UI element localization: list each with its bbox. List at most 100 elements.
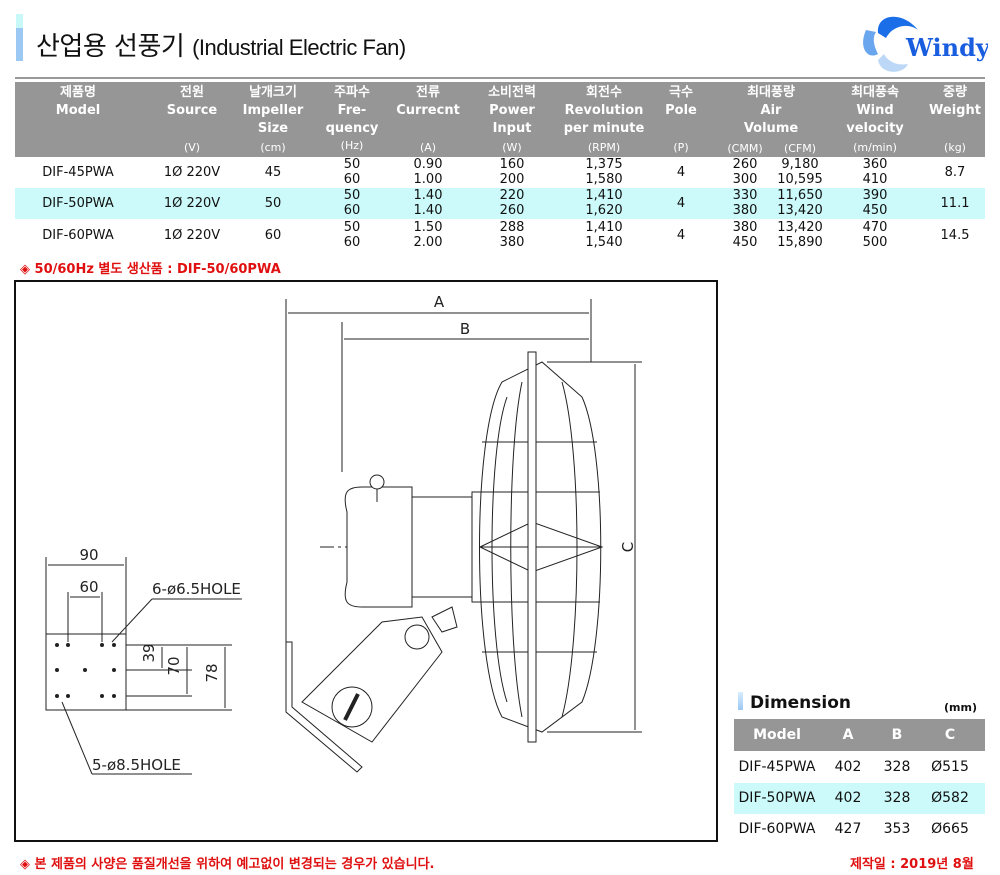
col-frequency-unit: (Hz) (340, 139, 364, 152)
dim-70: 70 (165, 656, 183, 675)
cell-cfm: 9,180 (781, 157, 819, 172)
dimension-unit: (mm) (944, 701, 977, 714)
dim-cell: 353 (883, 821, 911, 837)
cell-kg: 14.5 (940, 228, 970, 243)
dim-39: 39 (140, 643, 158, 662)
cell-kg: 11.1 (940, 196, 970, 211)
cell-watt: 200 (499, 172, 525, 187)
cell-hz: 50 (343, 188, 361, 203)
dimension-accent-bar (738, 692, 743, 710)
col-impeller-unit: (cm) (260, 141, 286, 154)
cell-cmm: 330 (732, 188, 758, 203)
dim-cell: Ø665 (931, 821, 969, 837)
cell-watt: 260 (499, 203, 525, 218)
cell-amp: 0.90 (413, 157, 443, 172)
dim-cell: Ø515 (931, 759, 969, 775)
cell-watt: 160 (499, 157, 525, 172)
dim-label-b: B (460, 320, 470, 338)
dimension-drawing: A B C 90 60 6-ø6.5HOLE 39 70 78 5-ø8.5HO… (14, 280, 718, 842)
production-date: 제작일 : 2019년 8월 (850, 857, 974, 872)
dim-60: 60 (79, 578, 98, 596)
cell-rpm: 1,410 (585, 220, 623, 235)
cell-source: 1Ø 220V (163, 228, 221, 243)
cell-watt: 220 (499, 188, 525, 203)
cell-amp: 1.00 (413, 172, 443, 187)
cell-size: 50 (264, 196, 282, 211)
cell-hz: 60 (343, 235, 361, 250)
cell-watt: 380 (499, 235, 525, 250)
cell-cfm: 15,890 (777, 235, 823, 250)
cell-rpm: 1,410 (585, 188, 623, 203)
dim-cell: Ø582 (931, 790, 969, 806)
col-weight-unit: (kg) (944, 141, 966, 154)
dimension-title: Dimension (750, 693, 852, 713)
cell-amp: 2.00 (413, 235, 443, 250)
cell-rpm: 1,580 (585, 172, 623, 187)
dim-label-a: A (434, 293, 445, 311)
dim-label-c: C (619, 542, 637, 552)
cell-cfm: 13,420 (777, 203, 823, 218)
title-accent-bar (16, 14, 23, 61)
cell-hz: 50 (343, 157, 361, 172)
cell-source: 1Ø 220V (163, 196, 221, 211)
col-power-unit: (W) (502, 141, 522, 154)
cell-pole: 4 (676, 196, 686, 211)
dim-cell: 402 (834, 790, 862, 806)
dim-col-a: A (842, 727, 854, 743)
production-note: ◈ 50/60Hz 별도 생산품 : DIF-50/60PWA (20, 262, 281, 277)
cell-cmm: 450 (732, 235, 758, 250)
dim-cell: 427 (834, 821, 862, 837)
col-source-unit: (V) (183, 141, 201, 154)
cell-size: 60 (264, 228, 282, 243)
dim-col-c: C (944, 727, 956, 743)
cell-wind: 360 (862, 157, 888, 172)
cell-rpm: 1,540 (585, 235, 623, 250)
cell-kg: 8.7 (944, 165, 966, 180)
title-english: (Industrial Electric Fan) (192, 35, 406, 60)
cell-wind: 500 (862, 235, 888, 250)
cell-rpm: 1,620 (585, 203, 623, 218)
col-pole-unit: (P) (673, 141, 689, 154)
dim-cell: DIF-60PWA (738, 821, 816, 837)
dim-cell: 402 (834, 759, 862, 775)
dim-cell: 328 (883, 759, 911, 775)
cell-model: DIF-50PWA (42, 196, 114, 211)
cell-pole: 4 (676, 165, 686, 180)
cell-cfm: 11,650 (777, 188, 823, 203)
windy-logo: Windy (858, 8, 991, 76)
cell-amp: 1.50 (413, 220, 443, 235)
cell-wind: 470 (862, 220, 888, 235)
cell-cmm: 260 (732, 157, 758, 172)
col-cfm-unit: (CFM) (783, 142, 817, 155)
col-wind-unit: (m/min) (853, 141, 897, 154)
hole-label-6: 6-ø6.5HOLE (152, 580, 241, 598)
cell-cfm: 10,595 (777, 172, 823, 187)
title-korean: 산업용 선풍기 (36, 32, 185, 62)
dim-cell: 328 (883, 790, 911, 806)
dimension-row: DIF-60PWA 427 353 Ø665 (734, 814, 985, 845)
dim-cell: DIF-50PWA (738, 790, 816, 806)
cell-model: DIF-60PWA (42, 228, 114, 243)
cell-wind: 390 (862, 188, 888, 203)
dim-col-b: B (891, 727, 903, 743)
cell-hz: 60 (343, 172, 361, 187)
cell-watt: 288 (499, 220, 525, 235)
dim-90: 90 (79, 546, 98, 564)
cell-pole: 4 (676, 228, 686, 243)
svg-text:Windy: Windy (905, 33, 988, 62)
cell-model: DIF-45PWA (42, 165, 114, 180)
page-title: 산업용 선풍기 (Industrial Electric Fan) (36, 26, 406, 63)
cell-cmm: 300 (732, 172, 758, 187)
